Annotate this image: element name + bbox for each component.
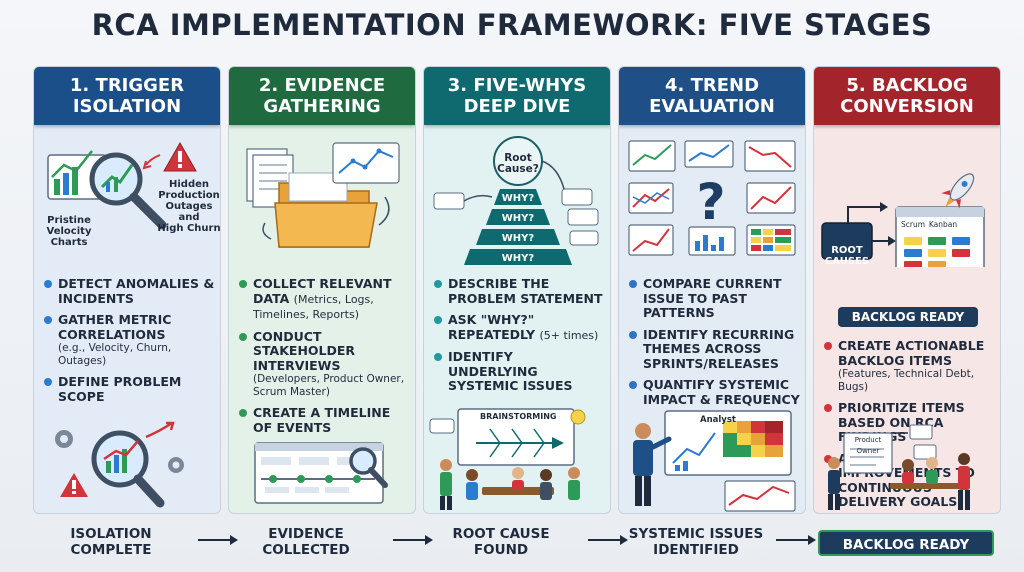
analyst-dashboard-illustration: [633, 410, 796, 512]
stage-1-column: 1. TRIGGER ISOLATION Hidden Production O…: [33, 66, 221, 514]
stage-1-bullets: DETECT ANOMALIES & INCIDENTS GATHER METR…: [44, 276, 216, 411]
trend-charts-illustration: ?: [628, 140, 796, 256]
stage-4-bullets: COMPARE CURRENT ISSUE TO PAST PATTERNS I…: [629, 276, 801, 414]
bullet-text: CREATE A TIMELINE OF EVENTS: [253, 405, 391, 435]
stage-3-bullets: DESCRIBE THE PROBLEM STATEMENT ASK "WHY?…: [434, 276, 606, 401]
hidden-outages-label: Hidden Production Outages and High Churn: [157, 179, 221, 234]
trigger-scope-illustration: [55, 421, 184, 508]
bullet-subtext: (Features, Technical Debt, Bugs): [838, 368, 975, 393]
bullet-text: GATHER METRIC CORRELATIONS: [58, 312, 172, 342]
root-causes-label: ROOT CAUSES: [824, 245, 870, 267]
stage-3-footer: ROOT CAUSE FOUND: [452, 526, 550, 558]
bullet-text: CREATE ACTIONABLE BACKLOG ITEMS: [838, 338, 985, 368]
bullet-item: IDENTIFY UNDERLYING SYSTEMIC ISSUES: [434, 349, 606, 394]
bullet-dot: [629, 330, 637, 339]
bullet-subtext: (e.g., Velocity, Churn, Outages): [58, 342, 172, 367]
bullet-text: IDENTIFY UNDERLYING SYSTEMIC ISSUES: [448, 349, 573, 393]
bullet-text: COMPARE CURRENT ISSUE TO PAST PATTERNS: [643, 276, 782, 320]
bullet-subtext: (Metrics, Logs, Timelines, Reports): [253, 292, 374, 322]
bullet-dot: [239, 280, 247, 288]
bullet-text: DESCRIBE THE PROBLEM STATEMENT: [448, 276, 603, 306]
bullet-text: DEFINE PROBLEM SCOPE: [58, 374, 182, 404]
bullet-subtext: (5+ times): [539, 328, 599, 342]
bullet-dot: [44, 316, 52, 324]
bullet-text: ASK "WHY?" REPEATEDLY: [448, 312, 536, 342]
bullet-item: ASK "WHY?" REPEATEDLY (5+ times): [434, 312, 606, 343]
bullet-dot: [824, 404, 832, 412]
bullet-item: CONDUCT STAKEHOLDER INTERVIEWS(Developer…: [239, 328, 411, 400]
product-owner-label: Product Owner: [854, 436, 882, 455]
brainstorming-team-illustration: [429, 408, 586, 510]
analyst-label: Analyst: [700, 415, 736, 425]
bullet-item: CREATE ACTIONABLE BACKLOG ITEMS(Features…: [824, 338, 996, 394]
bullet-text: IDENTIFY RECURRING THEMES ACROSS SPRINTS…: [643, 326, 795, 371]
bullet-item: DEFINE PROBLEM SCOPE: [44, 374, 216, 404]
stage-1-header: 1. TRIGGER ISOLATION: [34, 67, 220, 125]
stage-5-header: 5. BACKLOG CONVERSION: [814, 67, 1000, 125]
bullet-text: COLLECT RELEVANT DATA: [253, 276, 392, 306]
bullet-dot: [434, 353, 442, 361]
pristine-charts-label: Pristine Velocity Charts: [46, 215, 92, 248]
bullet-dot: [44, 378, 52, 386]
evidence-documents-illustration: [246, 142, 400, 248]
why-label-1: WHY?: [501, 193, 535, 204]
bullet-item: DETECT ANOMALIES & INCIDENTS: [44, 276, 216, 306]
bullet-item: GATHER METRIC CORRELATIONS(e.g., Velocit…: [44, 312, 216, 368]
bullet-dot: [434, 316, 442, 324]
brainstorming-label: BRAINSTORMING: [480, 412, 557, 421]
why-label-4: WHY?: [501, 253, 535, 264]
stage-3-column: 3. FIVE-WHYS DEEP DIVE Root Cause? WHY? …: [423, 66, 611, 514]
bullet-text: QUANTIFY SYSTEMIC IMPACT & FREQUENCY: [643, 377, 800, 407]
bullet-item: IDENTIFY RECURRING THEMES ACROSS SPRINTS…: [629, 326, 801, 372]
bullet-item: COMPARE CURRENT ISSUE TO PAST PATTERNS: [629, 276, 801, 321]
bullet-dot: [824, 454, 832, 463]
stage-5-footer: BACKLOG READY: [818, 530, 994, 556]
stage-2-header: 2. EVIDENCE GATHERING: [229, 67, 415, 125]
why-label-3: WHY?: [501, 233, 535, 244]
bullet-dot: [629, 381, 637, 389]
flow-arrow-icon: [198, 535, 238, 545]
product-owner-team-illustration: [828, 424, 970, 510]
stage-4-column: 4. TREND EVALUATION ? COMPARE CURRE: [618, 66, 806, 514]
page-title: RCA IMPLEMENTATION FRAMEWORK: FIVE STAGE…: [91, 8, 933, 42]
bullet-item: DESCRIBE THE PROBLEM STATEMENT: [434, 276, 606, 306]
flow-arrow-icon: [776, 535, 816, 545]
bullet-subtext: (Developers, Product Owner, Scrum Master…: [253, 373, 405, 398]
backlog-ready-badge: BACKLOG READY: [838, 307, 978, 327]
bullet-dot: [629, 280, 637, 288]
bullet-dot: [44, 280, 52, 288]
bullet-dot: [239, 409, 247, 417]
stage-4-header: 4. TREND EVALUATION: [619, 67, 805, 125]
stage-2-column: 2. EVIDENCE GATHERING COLLECT RELEVANT D…: [228, 66, 416, 514]
stage-3-header: 3. FIVE-WHYS DEEP DIVE: [424, 67, 610, 125]
stage-1-footer: ISOLATION COMPLETE: [70, 526, 152, 558]
bullet-dot: [824, 342, 832, 350]
bullet-dot: [434, 280, 442, 288]
bullet-item: CREATE A TIMELINE OF EVENTS: [239, 405, 411, 435]
flow-arrow-icon: [393, 535, 433, 545]
svg-text:?: ?: [696, 173, 725, 231]
bullet-item: QUANTIFY SYSTEMIC IMPACT & FREQUENCY: [629, 377, 801, 407]
stage-5-column: 5. BACKLOG CONVERSION ROOT CAUSES Scrum …: [813, 66, 1001, 514]
evidence-timeline-illustration: [254, 442, 388, 504]
stage-2-bullets: COLLECT RELEVANT DATA (Metrics, Logs, Ti…: [239, 276, 411, 442]
scrum-label: Scrum: [900, 220, 926, 229]
root-cause-label: Root Cause?: [497, 152, 539, 175]
bullet-dot: [239, 332, 247, 341]
why-label-2: WHY?: [501, 213, 535, 224]
five-whys-pyramid-illustration: [433, 136, 599, 265]
bullet-item: COLLECT RELEVANT DATA (Metrics, Logs, Ti…: [239, 276, 411, 323]
kanban-label: Kanban: [928, 220, 958, 229]
flow-arrow-icon: [588, 535, 628, 545]
bullet-text: CONDUCT STAKEHOLDER INTERVIEWS: [253, 328, 356, 373]
trigger-magnifier-illustration: [47, 141, 197, 230]
stage-4-footer: SYSTEMIC ISSUES IDENTIFIED: [628, 526, 764, 558]
stage-2-footer: EVIDENCE COLLECTED: [262, 526, 350, 558]
bullet-text: DETECT ANOMALIES & INCIDENTS: [58, 276, 215, 306]
backlog-board-illustration: [821, 173, 985, 267]
